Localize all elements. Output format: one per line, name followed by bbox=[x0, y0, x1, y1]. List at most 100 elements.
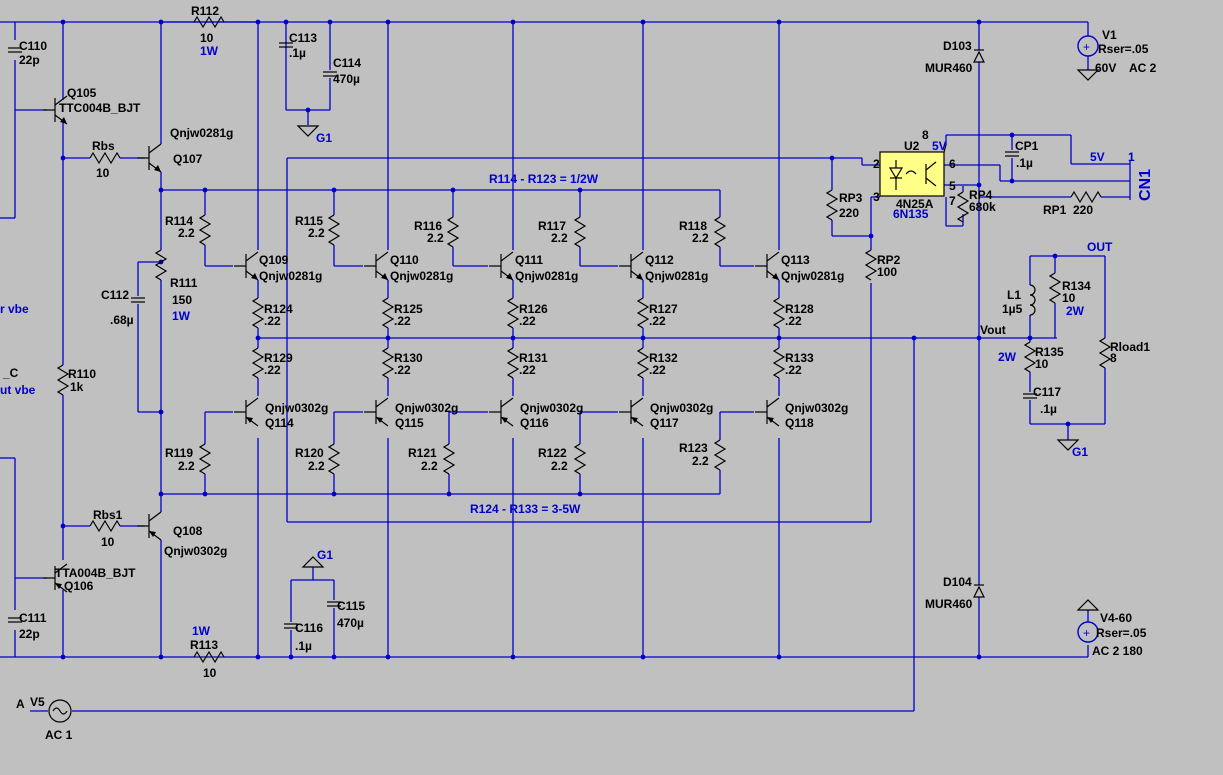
value-r124: .22 bbox=[264, 314, 281, 328]
value-c115: 470µ bbox=[337, 616, 364, 630]
label-g1-top: G1 bbox=[316, 131, 332, 145]
label-rp2: RP2 bbox=[877, 253, 901, 267]
label-c-partial: _C bbox=[2, 366, 19, 380]
model-q116: Qnjw0302g bbox=[520, 401, 583, 415]
value-r133: .22 bbox=[785, 363, 802, 377]
transistor-q117 bbox=[618, 397, 644, 427]
label-q114: Q114 bbox=[265, 416, 294, 430]
value-r132: .22 bbox=[649, 363, 666, 377]
resistor-r131 bbox=[507, 347, 519, 379]
label-c110: C110 bbox=[19, 39, 47, 53]
value-r117: 2.2 bbox=[551, 231, 568, 245]
label-q105: Q105 bbox=[67, 86, 97, 100]
label-r135: R135 bbox=[1035, 345, 1064, 359]
capacitor-c112 bbox=[130, 297, 146, 303]
label-l1: L1 bbox=[1007, 288, 1021, 302]
transistor-q108 bbox=[136, 511, 162, 541]
resistor-r124 bbox=[252, 297, 264, 329]
diode-d104 bbox=[973, 584, 985, 598]
value-c110: 22p bbox=[19, 53, 40, 67]
label-g1-right: G1 bbox=[1072, 445, 1088, 459]
resistor-r125 bbox=[382, 297, 394, 329]
model-q113: Qnjw0281g bbox=[781, 269, 844, 283]
net-5v: 5V bbox=[1090, 150, 1105, 164]
resistor-r126 bbox=[507, 297, 519, 329]
resistor-r135 bbox=[1024, 341, 1036, 373]
transistor-q115 bbox=[363, 397, 389, 427]
label-r128: R128 bbox=[785, 302, 814, 316]
label-r122: R122 bbox=[538, 446, 567, 460]
value-r123: 2.2 bbox=[692, 454, 709, 468]
rser-v4: Rser=.05 bbox=[1096, 626, 1147, 640]
value-r116: 2.2 bbox=[427, 231, 444, 245]
diode-d103 bbox=[973, 49, 985, 63]
value-rp3: 220 bbox=[839, 206, 859, 220]
label-r112: R112 bbox=[191, 4, 219, 18]
value-r120: 2.2 bbox=[308, 459, 325, 473]
pin8-u2: 8 bbox=[922, 128, 929, 142]
pin5-u2: 5 bbox=[949, 179, 956, 193]
value-cp1: .1µ bbox=[1016, 156, 1033, 170]
resistor-r117 bbox=[574, 216, 586, 248]
label-r124: R124 bbox=[264, 302, 293, 316]
ground-v4 bbox=[1076, 599, 1100, 611]
label-d104: D104 bbox=[943, 575, 972, 589]
ac-v4: AC 2 180 bbox=[1092, 644, 1143, 658]
power-r134: 2W bbox=[1066, 304, 1085, 318]
value-r119: 2.2 bbox=[178, 459, 195, 473]
label-v5: V5 bbox=[30, 695, 45, 709]
resistor-rload1 bbox=[1099, 337, 1111, 369]
label-rload1: Rload1 bbox=[1110, 340, 1150, 354]
transistor-q116 bbox=[488, 397, 514, 427]
label-q115: Q115 bbox=[395, 416, 424, 430]
resistor-r121 bbox=[443, 443, 455, 475]
value-r126: .22 bbox=[519, 314, 536, 328]
label-r130: R130 bbox=[394, 351, 423, 365]
model-d103: MUR460 bbox=[925, 61, 973, 75]
value-r111: 150 bbox=[172, 293, 192, 307]
value-r127: .22 bbox=[649, 314, 666, 328]
label-c114: C114 bbox=[333, 56, 361, 70]
net-vout: Vout bbox=[980, 323, 1006, 337]
svg-text:+: + bbox=[1083, 626, 1090, 640]
transistor-q113 bbox=[754, 251, 780, 281]
label-q106: Q106 bbox=[64, 579, 94, 593]
value-c114: 470µ bbox=[333, 72, 360, 86]
model-q110: Qnjw0281g bbox=[390, 269, 453, 283]
label-v1: V1 bbox=[1102, 28, 1117, 42]
resistor-rbs1 bbox=[89, 520, 121, 532]
label-rbs1: Rbs1 bbox=[93, 508, 123, 522]
ground-g1-top bbox=[297, 125, 319, 137]
transistor-q114 bbox=[233, 397, 259, 427]
transistor-q109 bbox=[233, 251, 259, 281]
label-q116: Q116 bbox=[520, 416, 549, 430]
resistor-rp2 bbox=[865, 249, 877, 281]
rser-v1: Rser=.05 bbox=[1098, 42, 1149, 56]
net-out: OUT bbox=[1087, 240, 1113, 254]
value-rp4: 680k bbox=[969, 200, 996, 214]
value-r118: 2.2 bbox=[692, 231, 709, 245]
source-v4: + bbox=[1077, 621, 1099, 643]
label-q118: Q118 bbox=[785, 416, 814, 430]
label-rbs: Rbs bbox=[92, 139, 115, 153]
model-q108: Qnjw0302g bbox=[164, 544, 227, 558]
label-r127: R127 bbox=[649, 302, 678, 316]
resistor-r129 bbox=[252, 347, 264, 379]
label-cn1: CN1 bbox=[1137, 169, 1154, 201]
label-r134: R134 bbox=[1062, 279, 1091, 293]
label-q108: Q108 bbox=[173, 524, 203, 538]
resistor-r123 bbox=[714, 439, 726, 471]
value-c112: .68µ bbox=[110, 313, 134, 327]
optocoupler-u2 bbox=[879, 144, 947, 197]
power-r111: 1W bbox=[172, 309, 191, 323]
model-q115: Qnjw0302g bbox=[395, 401, 458, 415]
value-l1: 1µ5 bbox=[1002, 302, 1023, 316]
label-c113: C113 bbox=[289, 31, 317, 45]
value-r121: 2.2 bbox=[421, 459, 438, 473]
label-q113: Q113 bbox=[781, 253, 810, 267]
value-r129: .22 bbox=[264, 363, 281, 377]
resistor-r118 bbox=[714, 216, 726, 248]
label-u2: U2 bbox=[904, 139, 920, 153]
value-rp1: 220 bbox=[1073, 203, 1093, 217]
